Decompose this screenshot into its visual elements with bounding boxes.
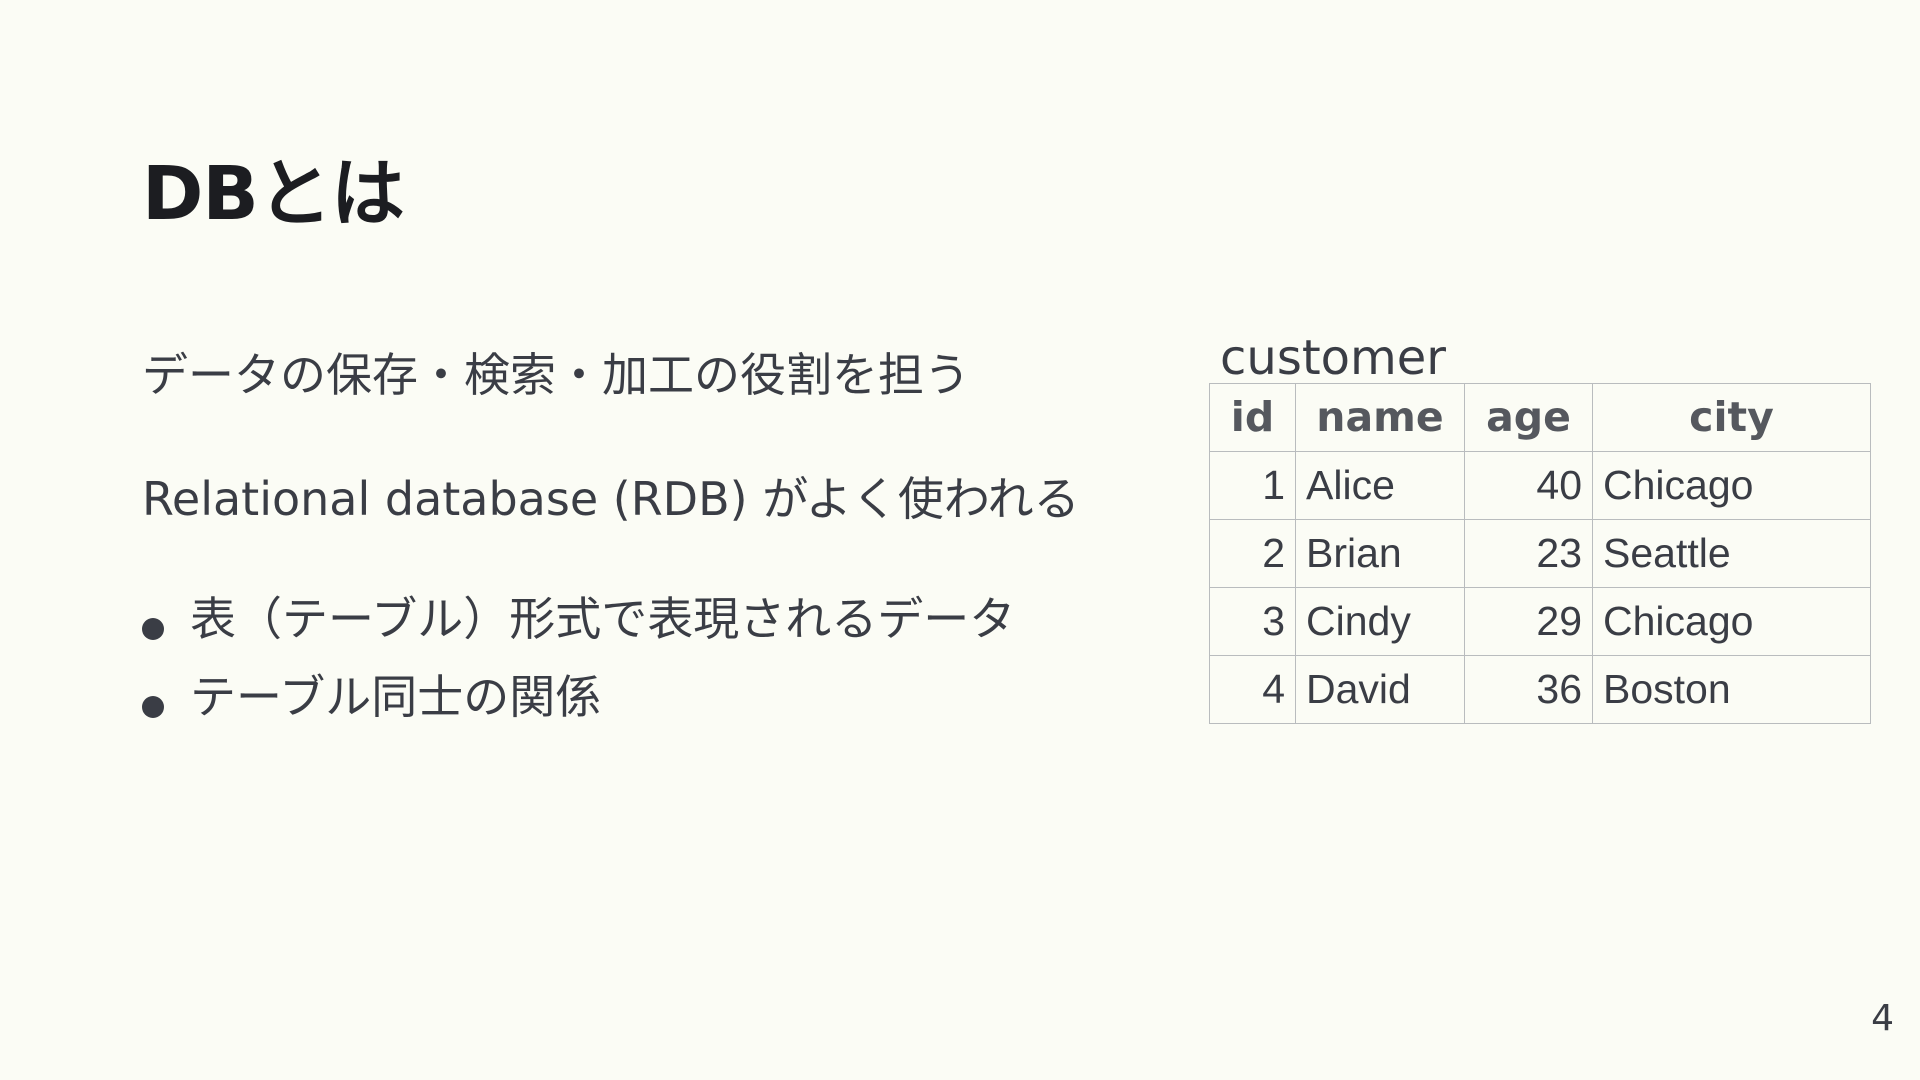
cell-id: 2 (1209, 519, 1296, 588)
column-header-city: city (1592, 383, 1871, 452)
bullet-list: 表（テーブル）形式で表現されるデータ テーブル同士の関係 (142, 592, 1015, 748)
cell-city: Chicago (1592, 451, 1871, 520)
column-header-name: name (1295, 383, 1465, 452)
cell-name: Brian (1295, 519, 1465, 588)
cell-age: 29 (1464, 587, 1593, 656)
cell-city: Boston (1592, 655, 1871, 724)
cell-age: 23 (1464, 519, 1593, 588)
cell-id: 4 (1209, 655, 1296, 724)
column-header-age: age (1464, 383, 1593, 452)
page-number: 4 (1871, 998, 1894, 1039)
cell-city: Chicago (1592, 587, 1871, 656)
table-header-row: id name age city (1209, 383, 1871, 452)
bullet-text: 表（テーブル）形式で表現されるデータ (190, 592, 1016, 646)
cell-name: David (1295, 655, 1465, 724)
column-header-id: id (1209, 383, 1296, 452)
cell-name: Cindy (1295, 587, 1465, 656)
bullet-item: 表（テーブル）形式で表現されるデータ (142, 592, 1015, 670)
cell-id: 1 (1209, 451, 1296, 520)
cell-id: 3 (1209, 587, 1296, 656)
bullet-text: テーブル同士の関係 (190, 670, 602, 724)
bullet-dot-icon (142, 696, 164, 718)
slide-title: DBとは (142, 151, 405, 237)
cell-age: 40 (1464, 451, 1593, 520)
table-caption: customer (1220, 330, 1447, 386)
rdb-line: Relational database (RDB) がよく使われる (142, 472, 1080, 526)
table-row: 2 Brian 23 Seattle (1209, 519, 1871, 588)
description-line: データの保存・検索・加工の役割を担う (142, 348, 970, 402)
table-row: 3 Cindy 29 Chicago (1209, 587, 1871, 656)
bullet-dot-icon (142, 618, 164, 640)
cell-name: Alice (1295, 451, 1465, 520)
cell-age: 36 (1464, 655, 1593, 724)
table-row: 1 Alice 40 Chicago (1209, 451, 1871, 520)
table-row: 4 David 36 Boston (1209, 655, 1871, 724)
bullet-item: テーブル同士の関係 (142, 670, 1015, 748)
cell-city: Seattle (1592, 519, 1871, 588)
customer-table: id name age city 1 Alice 40 Chicago 2 Br… (1209, 383, 1871, 724)
